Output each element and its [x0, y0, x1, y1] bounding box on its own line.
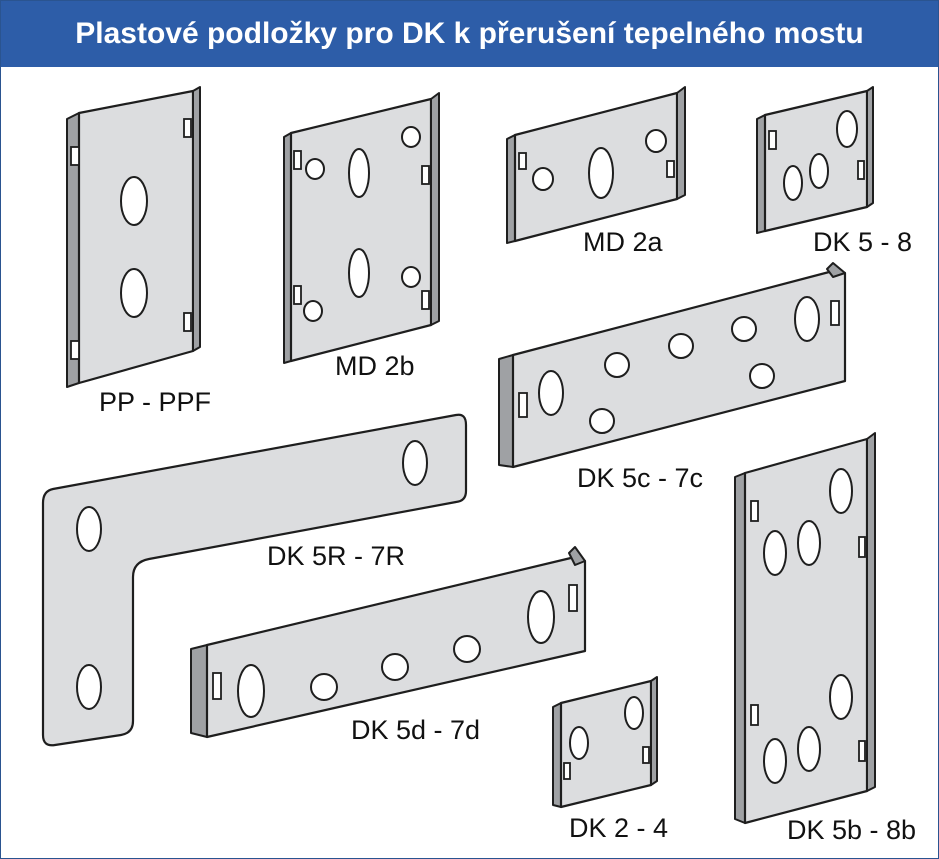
title-bar: Plastové podložky pro DK k přerušení tep…: [1, 1, 938, 67]
slot-hole: [120, 268, 148, 318]
part-dk5r-7r: [41, 413, 468, 747]
slot-hole: [763, 738, 787, 784]
slot-hole: [797, 726, 821, 772]
label-dk5c-7c: DK 5c - 7c: [577, 463, 704, 493]
slot-hole: [538, 370, 564, 416]
label-dk5r-7r: DK 5R - 7R: [267, 541, 406, 571]
round-hole: [453, 635, 481, 663]
label-md2a: MD 2a: [583, 227, 663, 257]
slot-hole: [763, 530, 787, 576]
round-hole: [604, 352, 630, 378]
label-dk5-8: DK 5 - 8: [813, 227, 913, 257]
slot-hole: [829, 468, 853, 514]
part-dk2-4: [552, 676, 658, 809]
round-hole: [401, 266, 421, 288]
label-pp-ppf: PP - PPF: [99, 387, 212, 417]
slot-hole: [836, 110, 858, 148]
label-dk5d-7d: DK 5d - 7d: [351, 715, 481, 745]
slot-hole: [809, 153, 829, 189]
slot-hole: [120, 176, 148, 226]
part-md2b: [283, 92, 440, 364]
label-md2b: MD 2b: [335, 351, 415, 381]
slot-hole: [237, 664, 265, 718]
part-pp-ppf: [66, 86, 201, 388]
slot-hole: [569, 726, 589, 760]
slot-hole: [527, 590, 555, 644]
part-md2a: [506, 86, 686, 244]
round-hole: [532, 167, 554, 191]
slot-hole: [76, 506, 102, 552]
part-dk5b-8b: [734, 432, 876, 825]
slot-hole: [348, 148, 370, 198]
round-hole: [305, 158, 325, 180]
round-hole: [668, 333, 694, 359]
part-dk5d-7d: [190, 546, 587, 739]
round-hole: [401, 126, 421, 148]
round-hole: [381, 653, 409, 681]
round-hole: [310, 673, 338, 701]
slot-hole: [797, 520, 821, 566]
slot-hole: [794, 296, 820, 342]
slot-hole: [348, 248, 370, 298]
slot-hole: [624, 696, 644, 730]
round-hole: [303, 300, 323, 322]
round-hole: [731, 316, 757, 342]
slot-hole: [588, 147, 614, 199]
round-hole: [645, 129, 667, 153]
slot-hole: [783, 165, 803, 201]
slot-hole: [829, 674, 853, 720]
label-dk2-4: DK 2 - 4: [569, 813, 669, 843]
slot-hole: [402, 440, 428, 486]
round-hole: [749, 363, 775, 389]
round-hole: [589, 408, 615, 434]
label-dk5b-8b: DK 5b - 8b: [787, 815, 917, 845]
part-dk5c-7c: [498, 262, 847, 469]
slot-hole: [76, 664, 102, 710]
page-title: Plastové podložky pro DK k přerušení tep…: [75, 17, 864, 50]
part-dk5-8: [756, 86, 874, 234]
